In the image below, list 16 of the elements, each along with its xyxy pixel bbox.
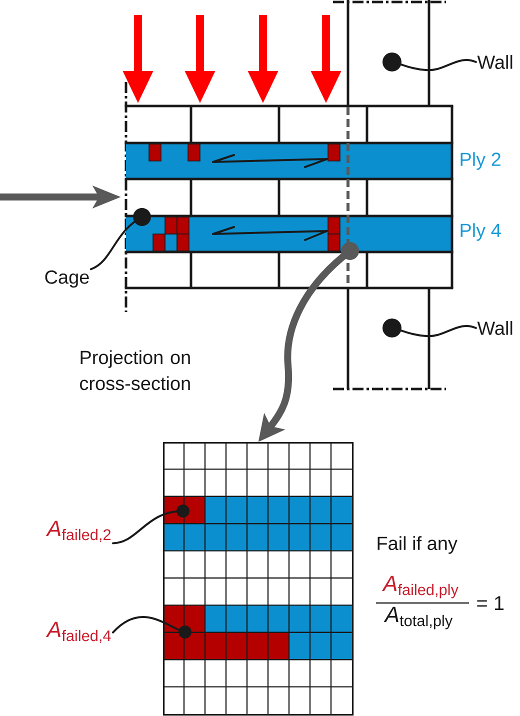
leader-line [112, 616, 192, 638]
callout-label: Cage [45, 270, 89, 288]
leader-line [382, 52, 477, 72]
condition-text: Fail if any [378, 536, 458, 554]
callout-label: Wall [477, 55, 512, 69]
callout-label: Wall [477, 321, 512, 335]
area-label: A$_{failed,2}$ [46, 520, 111, 542]
fraction-denominator: A$_{total,ply}$ [384, 606, 453, 630]
ply-label: Ply 2 [460, 152, 500, 170]
leader-line [382, 318, 477, 338]
caption-text: Projection on cross-section [80, 350, 190, 390]
cross-section-grid [163, 442, 354, 716]
ply-label: Ply 4 [460, 223, 501, 241]
equation-text: = 1 [477, 596, 504, 610]
leader-line [112, 504, 190, 544]
area-label: A$_{failed,4}$ [46, 622, 111, 643]
